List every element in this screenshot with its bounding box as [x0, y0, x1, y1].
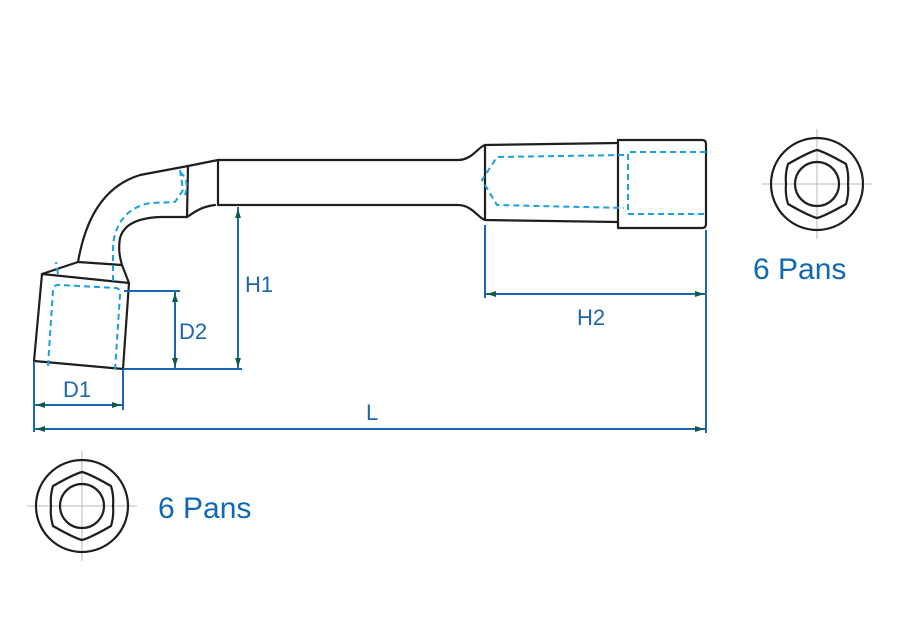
- outer-circle: [769, 136, 865, 232]
- arrowhead: [695, 291, 704, 297]
- arrowhead: [235, 358, 241, 367]
- label-h2: H2: [577, 305, 605, 330]
- elbow-collar: [185, 164, 190, 219]
- label-l: L: [366, 400, 378, 425]
- hex-socket-end-view-icon: [762, 129, 872, 239]
- arrowhead: [172, 358, 178, 367]
- arrowhead: [695, 426, 704, 432]
- right-tube: [483, 141, 620, 224]
- inner-circle: [58, 482, 106, 530]
- small-socket-bore: [47, 283, 122, 371]
- hexagon: [49, 470, 115, 542]
- wrench-outline: [32, 138, 708, 371]
- large-socket-bore: [627, 151, 706, 215]
- arrowhead: [36, 402, 45, 408]
- shaft: [216, 143, 487, 222]
- small-bore-up: [55, 261, 59, 275]
- end-view-label-small: 6 Pans: [158, 492, 251, 525]
- label-d1: D1: [63, 377, 91, 402]
- arrowhead: [36, 426, 45, 432]
- dimension-lines: [33, 207, 707, 433]
- arrowhead: [487, 291, 496, 297]
- elbow-inner: [118, 203, 217, 267]
- small-head-bevel: [40, 260, 131, 285]
- hidden-lines: [47, 151, 706, 371]
- elbow-bore: [112, 169, 184, 281]
- tube-bore: [481, 154, 625, 209]
- hexagon: [784, 148, 850, 220]
- inner-circle: [793, 160, 841, 208]
- arrowhead: [235, 209, 241, 218]
- label-d2: D2: [179, 319, 207, 344]
- arrowhead: [112, 402, 121, 408]
- end-view-label-large: 6 Pans: [753, 253, 846, 286]
- arrowhead: [172, 293, 178, 302]
- label-h1: H1: [245, 272, 273, 297]
- elbow-bore-cap: [179, 171, 188, 196]
- outer-circle: [34, 458, 130, 554]
- elbow-outer: [76, 158, 220, 264]
- hex-socket-end-view-icon: [27, 451, 137, 561]
- large-socket-head: [616, 138, 708, 230]
